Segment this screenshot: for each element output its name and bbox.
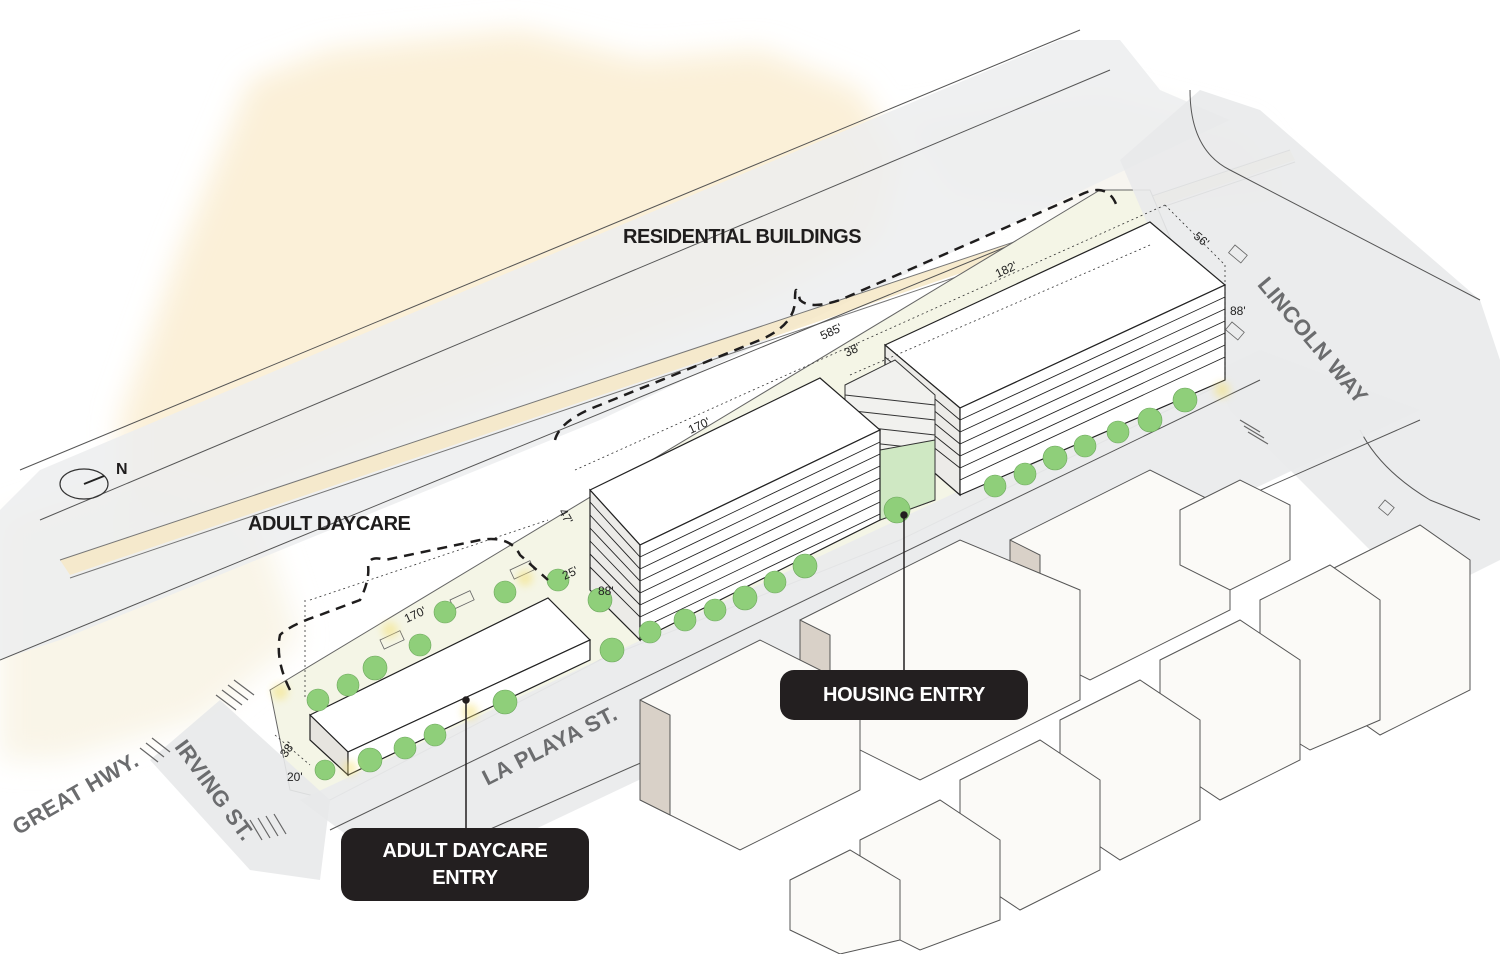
adult-daycare-entry-label-line2: ENTRY [432,867,498,889]
adult-daycare-entry-label-line1: ADULT DAYCARE [382,840,548,862]
lincoln-way-road [1120,89,1500,600]
street-trees [306,387,1198,781]
irving-street-road [150,700,330,880]
housing-entry-callout: HOUSING ENTRY [780,670,1028,720]
dashed-boundary-lines [277,188,1120,691]
adult-daycare-label: ADULT DAYCARE [248,513,411,535]
adult-daycare-entry-callout: ADULT DAYCARE ENTRY [341,828,589,901]
dim-north-height: 88' [1230,304,1246,318]
neighborhood-buildings [639,469,1471,954]
light-glows [272,382,1230,775]
residential-buildings-label: RESIDENTIAL BUILDINGS [623,226,862,248]
dimension-lines [274,204,1226,766]
dim-middle-building-height: 88' [598,584,614,598]
callout-leaders [462,511,908,830]
north-arrow-icon [59,468,109,500]
housing-entry-label: HOUSING ENTRY [822,684,986,706]
crosswalks [139,419,1269,841]
dim-daycare-height: 20' [287,770,303,784]
great-highway-road [0,29,1296,661]
north-arrow-label: N [116,461,128,478]
